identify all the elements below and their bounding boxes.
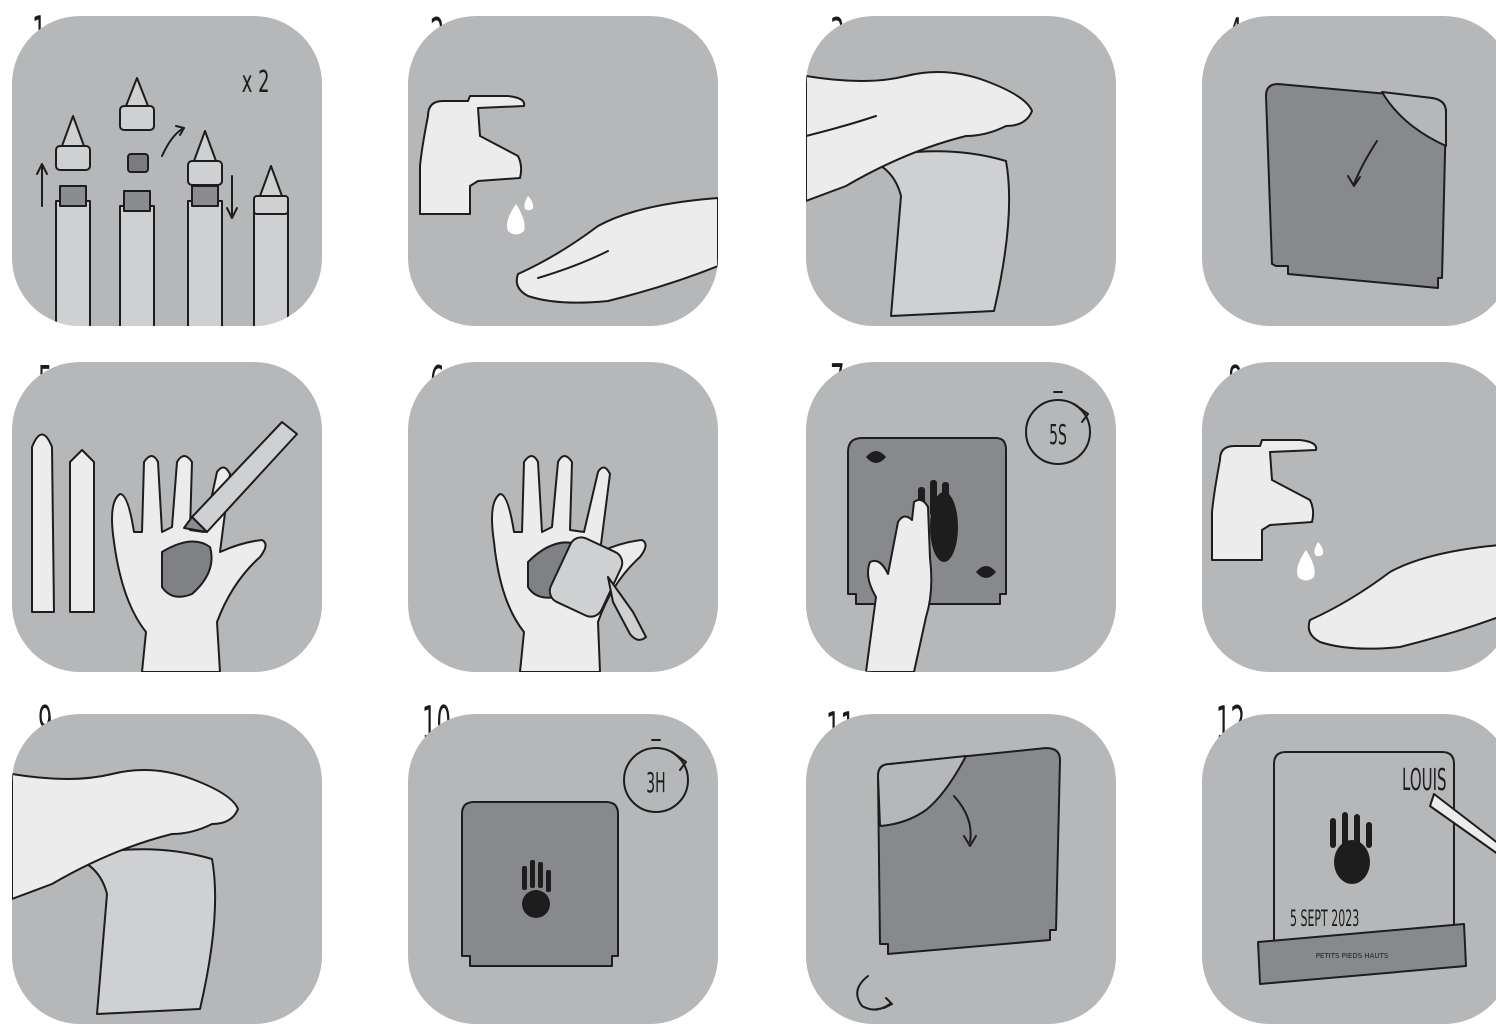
roller-palm-illustration — [408, 362, 718, 672]
timer-label-5s: 5S — [1049, 419, 1067, 452]
step-5-panel — [12, 362, 322, 672]
step-2-panel — [408, 16, 718, 326]
step-10-panel: 3H — [408, 714, 718, 1024]
step-9-panel — [12, 714, 322, 1024]
step-12-panel: LOUIS 5 SEPT 2023 PETITS PIEDS HAUTS — [1202, 714, 1496, 1024]
step-3-panel — [806, 16, 1116, 326]
plaque-name-label: LOUIS — [1402, 762, 1447, 797]
step-7-panel: 5S — [806, 362, 1116, 672]
dry-hands-again-illustration — [12, 714, 322, 1024]
step-1-panel: x 2 — [12, 16, 322, 326]
step-11-panel — [806, 714, 1116, 1024]
paint-palm-illustration — [12, 362, 322, 672]
plaque-date-label: 5 SEPT 2023 — [1290, 907, 1359, 932]
remove-film-illustration — [806, 714, 1116, 1024]
step-6-panel — [408, 362, 718, 672]
wash-hands-illustration — [408, 16, 718, 326]
brand-logo-label: PETITS PIEDS HAUTS — [1316, 952, 1389, 960]
drying-plaque-illustration: 3H — [408, 714, 718, 1024]
step-8-panel — [1202, 362, 1496, 672]
timer-label-3h: 3H — [646, 767, 665, 800]
press-hand-illustration: 5S — [806, 362, 1116, 672]
tubes-illustration: x 2 — [12, 16, 322, 326]
multiplier-label: x 2 — [242, 64, 270, 99]
step-4-panel — [1202, 16, 1496, 326]
finished-plaque-illustration: LOUIS 5 SEPT 2023 PETITS PIEDS HAUTS — [1202, 714, 1496, 1024]
peel-film-illustration — [1202, 16, 1496, 326]
dry-hands-illustration — [806, 16, 1116, 326]
rinse-hands-illustration — [1202, 362, 1496, 672]
